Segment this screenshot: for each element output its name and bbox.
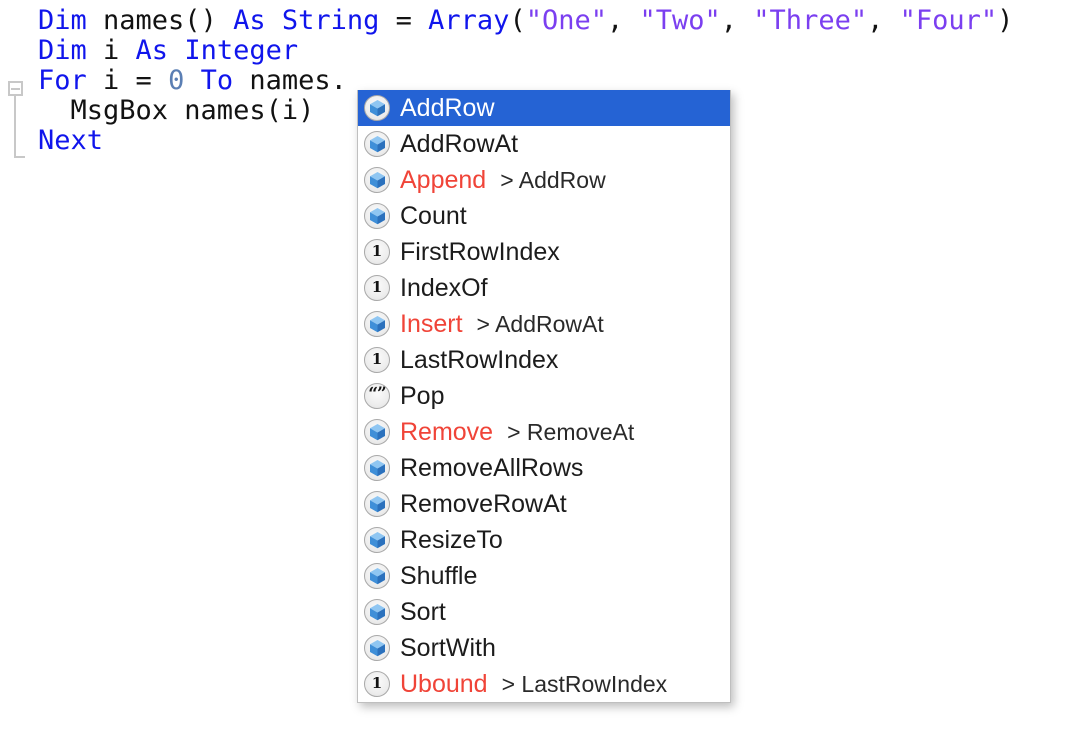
- autocomplete-item-label: LastRowIndex: [400, 345, 559, 374]
- code-fold-collapse-icon[interactable]: [8, 81, 23, 96]
- code-fold-stem: [14, 96, 16, 158]
- autocomplete-item-label: IndexOf: [400, 273, 488, 302]
- code-token-str: "One": [525, 5, 607, 36]
- method-cube-icon: [364, 419, 390, 445]
- code-fold-foot: [14, 156, 25, 158]
- code-token-plain: =: [395, 5, 429, 36]
- code-token-kw: Next: [38, 125, 104, 156]
- autocomplete-item-label: Count: [400, 201, 467, 230]
- code-token-kw: Dim: [38, 35, 104, 66]
- code-token-str: "Three": [753, 5, 868, 36]
- autocomplete-item-label: Append: [400, 165, 487, 194]
- integer-one-glyph: 1: [371, 242, 383, 260]
- code-token-plain: ,: [606, 5, 640, 36]
- autocomplete-item[interactable]: Sort: [358, 594, 730, 630]
- string-quotes-glyph: “”: [368, 383, 387, 404]
- code-token-plain: ): [997, 5, 1014, 36]
- code-token-plain: (: [509, 5, 526, 36]
- method-cube-icon: [364, 635, 390, 661]
- code-token-plain: names.: [233, 65, 347, 96]
- autocomplete-item-replacement-hint: > LastRowIndex: [501, 670, 668, 697]
- autocomplete-item[interactable]: AddRowAt: [358, 126, 730, 162]
- method-cube-icon: [364, 203, 390, 229]
- method-cube-icon: [364, 563, 390, 589]
- autocomplete-item-label: FirstRowIndex: [400, 237, 560, 266]
- integer-one-icon: 1: [364, 671, 390, 697]
- autocomplete-item[interactable]: ResizeTo: [358, 522, 730, 558]
- code-token-str: "Four": [899, 5, 998, 36]
- code-line: For i = 0 To names.: [38, 66, 1013, 96]
- code-token-plain: ,: [720, 5, 754, 36]
- autocomplete-item-replacement-hint: > RemoveAt: [507, 418, 635, 445]
- code-line: Dim names() As String = Array("One", "Tw…: [38, 6, 1013, 36]
- method-cube-icon: [364, 527, 390, 553]
- method-cube-icon: [364, 167, 390, 193]
- code-token-kw: For: [38, 65, 104, 96]
- autocomplete-item[interactable]: 1 LastRowIndex: [358, 342, 730, 378]
- autocomplete-item-label: AddRowAt: [400, 129, 519, 158]
- code-token-kw: Dim: [38, 5, 104, 36]
- method-cube-icon: [364, 491, 390, 517]
- method-cube-icon: [364, 455, 390, 481]
- autocomplete-item-label: Insert: [400, 309, 463, 338]
- editor-gutter: [0, 0, 36, 730]
- autocomplete-item-label: RemoveAllRows: [400, 453, 584, 482]
- autocomplete-item-replacement-hint: > AddRowAt: [476, 310, 604, 337]
- code-token-plain: i =: [103, 65, 169, 96]
- autocomplete-item[interactable]: 1 IndexOf: [358, 270, 730, 306]
- autocomplete-item-label: Pop: [400, 381, 445, 410]
- integer-one-icon: 1: [364, 275, 390, 301]
- autocomplete-item[interactable]: SortWith: [358, 630, 730, 666]
- autocomplete-item-replacement-hint: > AddRow: [500, 166, 606, 193]
- autocomplete-item-label: Sort: [400, 597, 446, 626]
- code-text-area[interactable]: Dim names() As String = Array("One", "Tw…: [38, 6, 1013, 156]
- code-token-plain: names(): [103, 5, 234, 36]
- method-cube-icon: [364, 131, 390, 157]
- autocomplete-item[interactable]: AddRow: [358, 90, 730, 126]
- method-cube-icon: [364, 599, 390, 625]
- code-line: MsgBox names(i): [38, 96, 1013, 126]
- autocomplete-item[interactable]: RemoveRowAt: [358, 486, 730, 522]
- code-token-plain: i: [103, 35, 136, 66]
- autocomplete-item-label: RemoveRowAt: [400, 489, 567, 518]
- code-token-plain: MsgBox names(i): [38, 95, 315, 126]
- autocomplete-item-label: AddRow: [400, 93, 495, 122]
- integer-one-glyph: 1: [371, 350, 383, 368]
- code-token-plain: [184, 65, 200, 96]
- autocomplete-item[interactable]: 1 Ubound > LastRowIndex: [358, 666, 730, 702]
- code-token-kw: To: [200, 65, 234, 96]
- method-cube-icon: [364, 311, 390, 337]
- code-token-num: 0: [168, 65, 185, 96]
- autocomplete-item[interactable]: 1 FirstRowIndex: [358, 234, 730, 270]
- method-cube-icon: [364, 95, 390, 121]
- code-token-plain: ,: [867, 5, 900, 36]
- autocomplete-item-label: ResizeTo: [400, 525, 503, 554]
- autocomplete-item-label: Shuffle: [400, 561, 478, 590]
- code-token-kw: As Integer: [135, 35, 299, 66]
- string-quotes-icon: “”: [364, 383, 390, 409]
- autocomplete-item-label: SortWith: [400, 633, 496, 662]
- code-token-kw: Array: [428, 5, 510, 36]
- code-token-kw: As String: [233, 5, 396, 36]
- integer-one-icon: 1: [364, 347, 390, 373]
- autocomplete-item[interactable]: “” Pop: [358, 378, 730, 414]
- autocomplete-item[interactable]: Count: [358, 198, 730, 234]
- integer-one-glyph: 1: [371, 278, 383, 296]
- integer-one-icon: 1: [364, 239, 390, 265]
- integer-one-glyph: 1: [371, 674, 383, 692]
- autocomplete-item[interactable]: Shuffle: [358, 558, 730, 594]
- autocomplete-item[interactable]: RemoveAllRows: [358, 450, 730, 486]
- autocomplete-item-label: Remove: [400, 417, 494, 446]
- code-token-str: "Two": [639, 5, 721, 36]
- code-line: Dim i As Integer: [38, 36, 1013, 66]
- autocomplete-item-label: Ubound: [400, 669, 488, 698]
- autocomplete-item[interactable]: Append > AddRow: [358, 162, 730, 198]
- code-line: Next: [38, 126, 1013, 156]
- autocomplete-item[interactable]: Remove > RemoveAt: [358, 414, 730, 450]
- autocomplete-item[interactable]: Insert > AddRowAt: [358, 306, 730, 342]
